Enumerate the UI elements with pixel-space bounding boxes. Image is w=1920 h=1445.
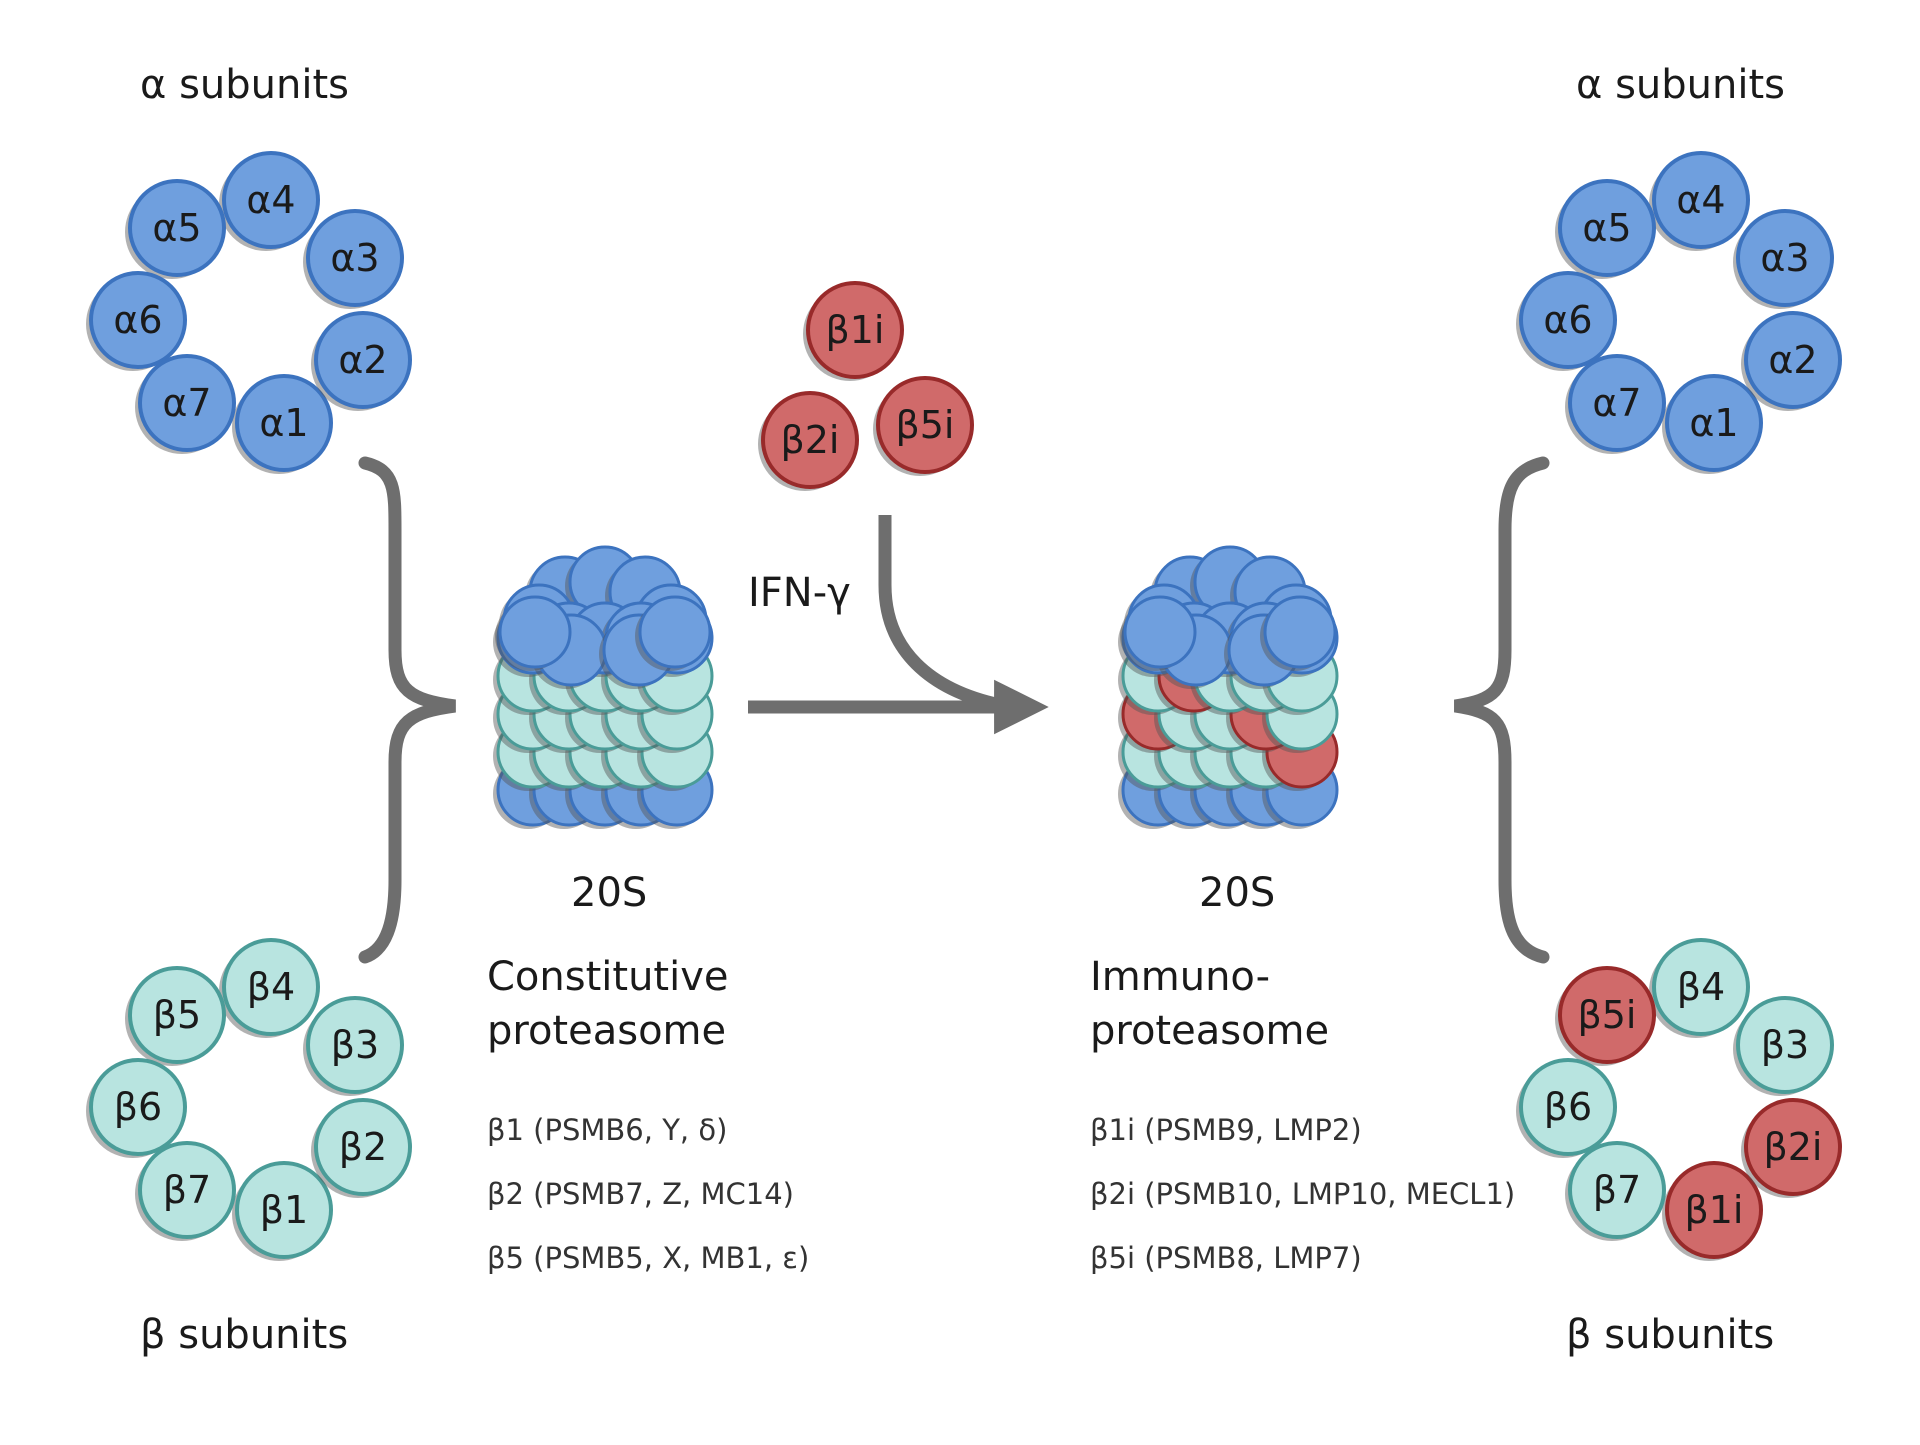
- subunit-label: β7: [163, 1168, 211, 1212]
- subunit-alpha-circle: [1558, 179, 1656, 277]
- left-alpha-title: α subunits: [140, 62, 350, 108]
- barrel-subunit-circle: [498, 595, 572, 669]
- constitutive-name-line1: Constitutive: [487, 954, 729, 1000]
- subunit-label: β1: [260, 1188, 308, 1232]
- subunit-beta-circle: [1665, 1161, 1763, 1259]
- ifn-gamma-arrow: [878, 515, 1002, 712]
- immuno-name: Immuno- proteasome: [1090, 950, 1329, 1058]
- subunit-label: β5i: [1578, 993, 1637, 1037]
- subunit-label: β3: [1761, 1023, 1809, 1067]
- subunit-alpha-circle: [235, 374, 333, 472]
- subunit-label: β5i: [896, 403, 955, 447]
- inducible-subunit-circle: [761, 391, 859, 489]
- subunit-beta-circle: [1736, 996, 1834, 1094]
- subunit-beta-circle: [235, 1161, 333, 1259]
- right-brace: [1453, 456, 1550, 964]
- subunit-label: α2: [338, 338, 387, 382]
- subunit-label: β4: [1677, 965, 1725, 1009]
- subunit-alpha-circle: [128, 179, 226, 277]
- subunit-label: β6: [114, 1085, 162, 1129]
- list-item: β1 (PSMB6, Y, δ): [487, 1113, 728, 1147]
- subunit-label: α5: [152, 206, 201, 250]
- subunit-alpha-circle: [306, 209, 404, 307]
- barrel-subunit-circle: [1263, 595, 1337, 669]
- subunit-alpha-circle: [222, 151, 320, 249]
- right-alpha-title: α subunits: [1576, 62, 1786, 108]
- subunit-beta-circle: [1519, 1058, 1617, 1156]
- immuno-size-label: 20S: [1199, 870, 1276, 916]
- subunit-label: α7: [162, 381, 211, 425]
- subunit-beta-circle: [1652, 938, 1750, 1036]
- subunit-label: β7: [1593, 1168, 1641, 1212]
- inducible-subunit-circle: [876, 376, 974, 474]
- subunit-alpha-circle: [138, 354, 236, 452]
- constitutive-subunit-list: β1 (PSMB6, Y, δ) β2 (PSMB7, Z, MC14) β5 …: [487, 1098, 809, 1290]
- constitutive-size-label: 20S: [571, 870, 648, 916]
- list-item: β5 (PSMB5, X, MB1, ε): [487, 1241, 810, 1275]
- stimulus-label: IFN-γ: [748, 570, 851, 616]
- right-beta-title: β subunits: [1566, 1312, 1775, 1358]
- subunit-alpha-circle: [1736, 209, 1834, 307]
- subunit-beta-circle: [1568, 1141, 1666, 1239]
- subunit-alpha-circle: [1568, 354, 1666, 452]
- subunit-label: α2: [1768, 338, 1817, 382]
- subunit-label: α7: [1592, 381, 1641, 425]
- subunit-label: β5: [153, 993, 201, 1037]
- list-item: β1i (PSMB9, LMP2): [1090, 1113, 1362, 1147]
- constitutive-name-line2: proteasome: [487, 1008, 727, 1054]
- subunit-label: α3: [1760, 236, 1809, 280]
- subunit-label: α4: [1676, 178, 1725, 222]
- left-brace: [358, 456, 456, 964]
- left-beta-title: β subunits: [140, 1312, 349, 1358]
- subunit-label: β6: [1544, 1085, 1592, 1129]
- subunit-label: β1i: [1685, 1188, 1744, 1232]
- subunit-alpha-circle: [1744, 311, 1842, 409]
- subunit-beta-circle: [222, 938, 320, 1036]
- subunit-label: β4: [247, 965, 295, 1009]
- inducible-subunit-circle: [806, 281, 904, 379]
- subunit-label: β1i: [826, 308, 885, 352]
- subunit-label: α1: [1689, 401, 1738, 445]
- immuno-name-line1: Immuno-: [1090, 954, 1271, 1000]
- subunit-label: β2i: [781, 418, 840, 462]
- list-item: β5i (PSMB8, LMP7): [1090, 1241, 1362, 1275]
- subunit-label: β2: [339, 1125, 387, 1169]
- subunit-label: α3: [330, 236, 379, 280]
- subunit-label: β3: [331, 1023, 379, 1067]
- subunit-label: α4: [246, 178, 295, 222]
- list-item: β2 (PSMB7, Z, MC14): [487, 1177, 794, 1211]
- subunit-label: α1: [259, 401, 308, 445]
- subunit-label: β2i: [1764, 1125, 1823, 1169]
- barrel-subunit-circle: [638, 595, 712, 669]
- subunit-beta-circle: [138, 1141, 236, 1239]
- subunit-beta-circle: [1744, 1098, 1842, 1196]
- subunit-beta-circle: [1558, 966, 1656, 1064]
- subunit-beta-circle: [306, 996, 404, 1094]
- subunit-label: α6: [1543, 298, 1592, 342]
- subunit-alpha-circle: [314, 311, 412, 409]
- subunit-beta-circle: [128, 966, 226, 1064]
- subunit-alpha-circle: [1665, 374, 1763, 472]
- subunit-label: α6: [113, 298, 162, 342]
- list-item: β2i (PSMB10, LMP10, MECL1): [1090, 1177, 1516, 1211]
- subunit-alpha-circle: [1519, 271, 1617, 369]
- barrel-subunit-circle: [1123, 595, 1197, 669]
- subunit-label: α5: [1582, 206, 1631, 250]
- immuno-subunit-list: β1i (PSMB9, LMP2) β2i (PSMB10, LMP10, ME…: [1090, 1098, 1515, 1290]
- subunit-beta-circle: [89, 1058, 187, 1156]
- constitutive-name: Constitutive proteasome: [487, 950, 729, 1058]
- immuno-name-line2: proteasome: [1090, 1008, 1330, 1054]
- subunit-alpha-circle: [89, 271, 187, 369]
- subunit-alpha-circle: [1652, 151, 1750, 249]
- subunit-beta-circle: [314, 1098, 412, 1196]
